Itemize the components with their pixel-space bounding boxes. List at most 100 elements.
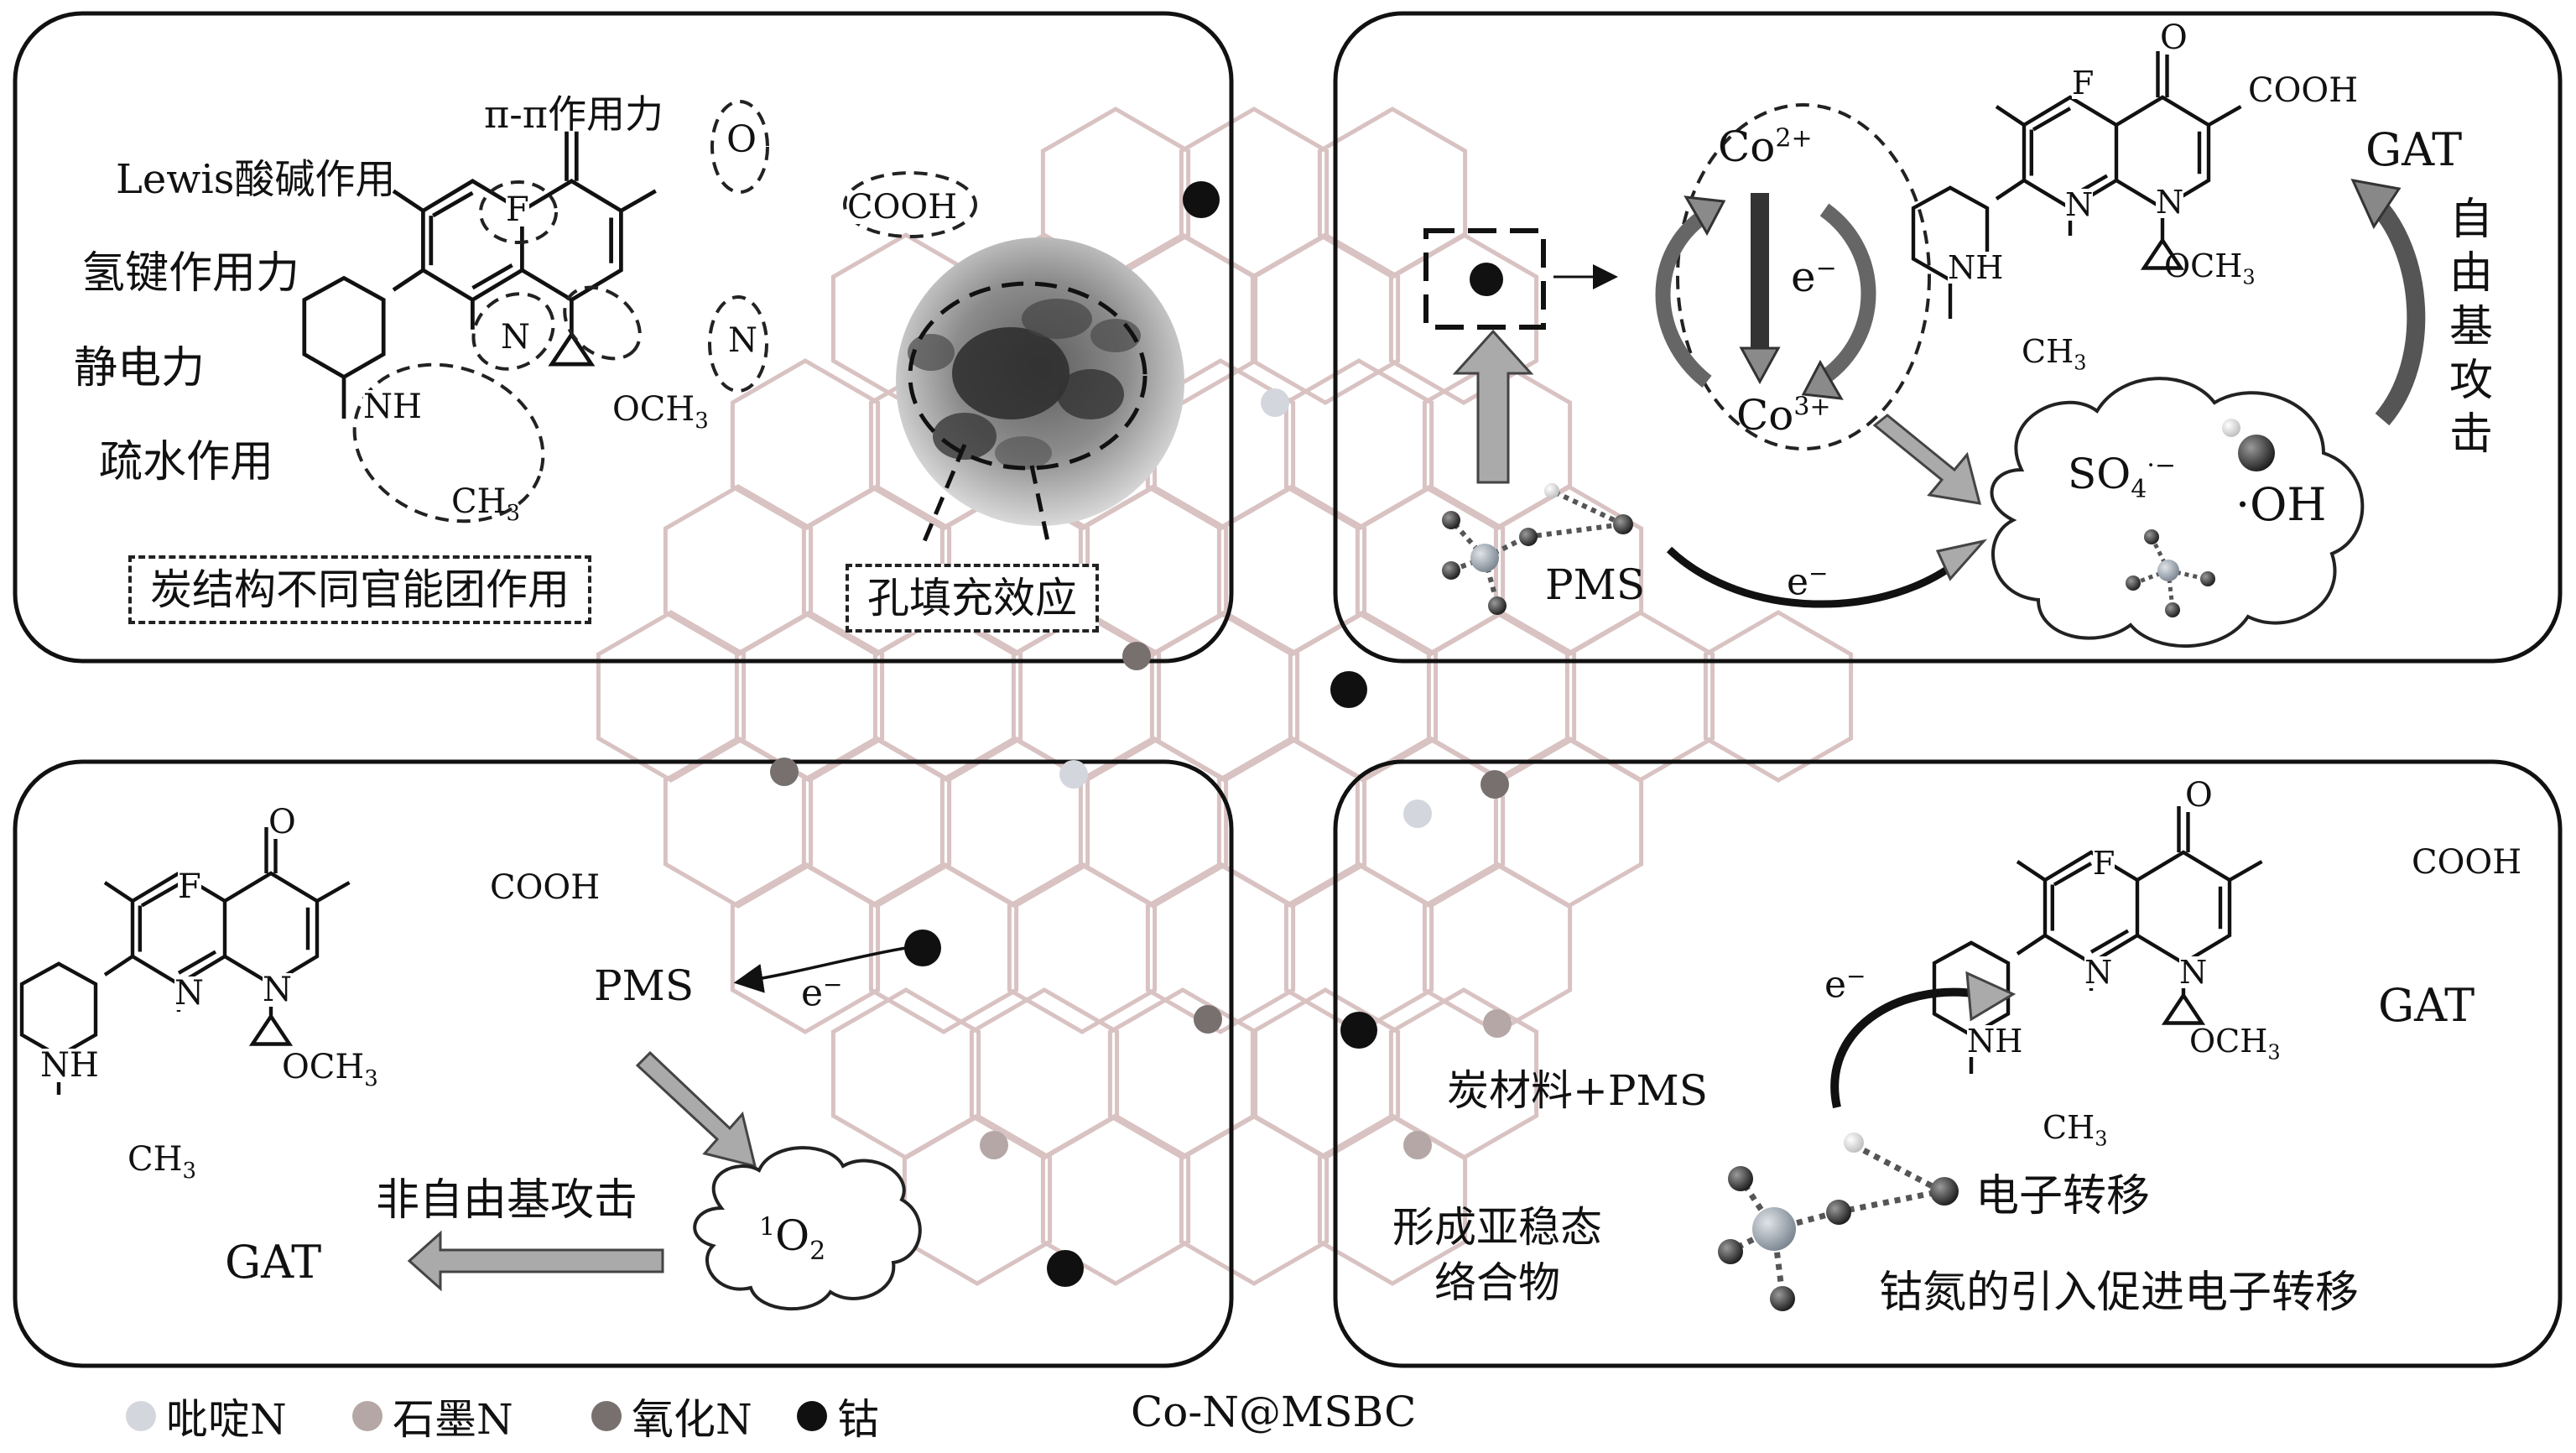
label-gat-bottom-left: GAT [225,1240,321,1285]
graphene-hexagon [1252,990,1397,1158]
oxidized-n-node [770,758,799,786]
legend-swatch [126,1401,156,1431]
atom-n-quinolone: N [2156,186,2183,218]
label-hydroxyl-radical: ·OH [2235,482,2327,528]
graphene-hexagon [598,612,743,780]
label-sulfate-radical: SO4·− [2068,453,2176,503]
label-gat-bottom-right: GAT [2378,983,2475,1029]
atom-nh: NH [1967,1025,2022,1057]
atom-och3: OCH3 [2189,1025,2281,1063]
atom-nh: NH [363,390,422,424]
graphene-hexagon [1429,612,1574,780]
atom-och3: OCH3 [2164,250,2256,288]
graphene-hexagon [871,864,1016,1032]
atom-n-quinolone: N [2179,956,2207,988]
pyridinic-n-node [1261,388,1289,417]
cobalt-node [1340,1012,1377,1049]
atom-cooh: COOH [490,871,600,904]
label-pms-bottom: PMS [594,965,694,1007]
graphene-hexagon [1181,1116,1326,1284]
atom-n-piperazine: N [501,320,530,354]
atom-n-quinolone: N [263,973,292,1007]
atom-n-piperazine: N [174,976,204,1010]
atom-ch3: CH3 [2022,336,2087,373]
graphene-hexagon [732,361,877,529]
graphene-hexagon [1252,235,1397,403]
graphene-hexagon [1219,487,1364,654]
graphene-hexagon [875,612,1020,780]
atom-n-piperazine: N [2065,189,2093,221]
label-electron-transfer: 电子转移 [1975,1174,2150,1218]
atom-n-quinolone: N [728,324,757,357]
graphene-hexagon [904,1116,1049,1284]
interaction-pi-pi: π-π作用力 [484,95,664,133]
label-pms-electron: e− [1787,562,1829,602]
label-radical-attack: 自由基攻击 [2449,193,2500,461]
label-electron-bottom: e− [801,973,843,1013]
atom-cooh: COOH [847,190,957,224]
label-singlet-oxygen: 1O2 [759,1215,825,1264]
label-co3: Co3+ [1736,394,1831,436]
graphene-hexagon [1152,612,1297,780]
atom-f: F [2072,67,2094,99]
atom-ch3: CH3 [2043,1112,2108,1149]
atom-ch3: CH3 [127,1143,196,1182]
graphene-hexagon [1567,612,1712,780]
atom-o: O [268,805,296,839]
legend-item: 氧化N [591,1386,752,1446]
label-electron-br: e− [1824,965,1866,1004]
graphene-hexagon [1009,864,1154,1032]
label-nonradical-attack: 非自由基攻击 [376,1179,637,1222]
graphene-hexagon [1013,612,1158,780]
porous-carbon-sphere [896,237,1184,545]
graphene-hexagon [1147,864,1293,1032]
label-metastable-complex: 形成亚稳态络合物 [1392,1200,1602,1310]
legend-swatch [797,1401,827,1431]
legend-item: 钴 [797,1386,879,1446]
label-pms-top: PMS [1545,564,1645,606]
oxidized-n-node [1194,1005,1222,1034]
graphene-hexagon [1424,864,1569,1032]
atom-nh: NH [1948,252,2003,284]
legend-swatch [352,1401,382,1431]
pyridinic-n-node [1059,760,1088,789]
graphitic-n-node [1483,1009,1512,1038]
legend-item: 石墨N [352,1386,513,1446]
graphene-hexagon [1286,361,1431,529]
pyridinic-n-node [1403,799,1432,828]
cobalt-node [904,930,941,966]
graphene-hexagon [1705,612,1850,780]
atom-ch3: CH3 [451,485,520,524]
label-carbon-pms: 炭材料+PMS [1447,1070,1708,1112]
legend-item: 吡啶N [126,1386,287,1446]
graphene-hexagon [736,612,882,780]
graphene-hexagon [1110,990,1255,1158]
legend-label: 氧化N [632,1395,752,1444]
atom-och3: OCH3 [282,1050,378,1090]
oxidized-n-node [1122,642,1151,670]
atom-nh: NH [40,1049,99,1082]
label-co2: Co2+ [1718,126,1813,168]
graphene-hexagon [1286,864,1431,1032]
label-functional-group-effect: 炭结构不同官能团作用 [128,555,591,624]
cobalt-node [1330,671,1367,708]
atom-och3: OCH3 [612,393,709,432]
atom-cooh: COOH [2412,846,2521,879]
graphene-hexagon [1391,235,1536,403]
label-electron: e− [1791,256,1837,298]
legend-label: 石墨N [393,1395,513,1444]
cobalt-node [1047,1250,1084,1287]
graphitic-n-node [980,1131,1008,1159]
label-conclusion: 钴氮的引入促进电子转移 [1879,1271,2359,1315]
label-pore-filling: 孔填充效应 [846,564,1099,633]
graphene-hexagon [665,487,810,654]
graphene-hexagon [1319,109,1465,277]
interaction-lewis: Lewis酸碱作用 [116,159,395,200]
atom-o: O [726,122,757,159]
interaction-hydrophobic: 疏水作用 [99,440,273,484]
interaction-hydrogen-bond: 氢键作用力 [81,252,299,295]
oxidized-n-node [1481,770,1509,799]
legend-label: 钴 [837,1395,879,1444]
atom-f: F [178,870,201,904]
